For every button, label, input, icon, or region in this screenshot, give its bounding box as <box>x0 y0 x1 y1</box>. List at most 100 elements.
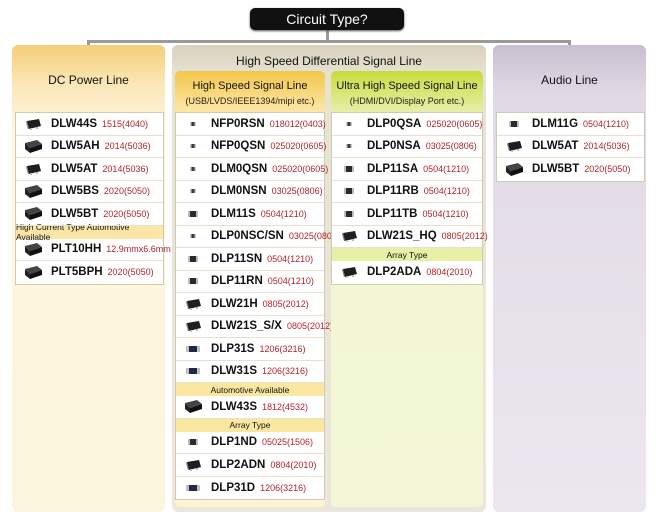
chip-block-icon <box>23 242 43 256</box>
part-name: DLM0QSN <box>211 162 268 175</box>
part-name: DLM11S <box>211 207 256 220</box>
part-row[interactable]: DLP11TB 0504(1210) <box>332 203 482 226</box>
chip-flat-icon <box>183 297 203 311</box>
column-audio-label: Audio Line <box>541 73 598 87</box>
part-row[interactable]: DLP11RB 0504(1210) <box>332 181 482 203</box>
tree-connector-stem <box>326 30 329 42</box>
part-name: DLP11TB <box>367 207 418 220</box>
part-name: DLW21S_S/X <box>211 320 282 333</box>
part-name: DLP31D <box>211 481 256 494</box>
part-size: 2014(5036) <box>583 141 630 152</box>
chip-small-icon <box>183 274 203 288</box>
part-name: PLT5BPH <box>51 266 103 279</box>
chip-tiny-icon <box>183 139 203 153</box>
part-name: DLW44S <box>51 117 98 130</box>
part-row[interactable]: DLP1ND 05025(1506) <box>176 432 324 454</box>
chip-block-icon <box>23 139 43 153</box>
part-size: 0504(1210) <box>423 186 470 197</box>
part-name: NFP0QSN <box>211 140 266 153</box>
part-name: DLW5BT <box>532 163 580 176</box>
part-size: 2020(5050) <box>103 186 150 197</box>
part-size: 2014(5036) <box>102 163 149 174</box>
chip-flat-icon <box>183 319 203 333</box>
chip-block-icon <box>183 400 203 414</box>
category-band: High Current Type Automotive Available <box>16 222 163 242</box>
column-dc-label: DC Power Line <box>48 73 129 87</box>
part-size: 0805(2012) <box>286 321 333 332</box>
part-row[interactable]: DLW5AT 2014(5036) <box>16 158 163 181</box>
part-name: DLP11RB <box>367 185 419 198</box>
tree-connector-bar <box>87 40 571 43</box>
part-name: DLW21S_HQ <box>367 230 437 243</box>
part-size: 1515(4040) <box>102 118 149 129</box>
chip-wide-icon <box>183 481 203 495</box>
hs-note: (USB/LVDS/IEEE1394/mipi etc.) <box>185 96 315 106</box>
part-size: 1812(4532) <box>262 401 309 412</box>
tree-connector-audio <box>568 40 571 48</box>
part-size: 0804(2010) <box>426 267 473 278</box>
part-row[interactable]: DLW5BT 2020(5050) <box>497 158 644 181</box>
column-hsd-label: High Speed Differential Signal Line <box>236 54 422 68</box>
tree-connector-dc <box>87 40 90 48</box>
part-name: DLP2ADA <box>367 266 422 279</box>
part-size: 0504(1210) <box>583 118 630 129</box>
part-size: 1206(3216) <box>260 482 307 493</box>
part-size: 2020(5050) <box>103 208 150 219</box>
hs-label: High Speed Signal Line <box>192 80 308 92</box>
part-row[interactable]: DLW44S 1515(4040) <box>16 113 163 136</box>
part-row[interactable]: DLP31D 1206(3216) <box>176 477 324 500</box>
part-row[interactable]: DLP2ADA 0804(2010) <box>332 261 482 284</box>
chip-small-icon <box>339 207 359 221</box>
chip-flat-icon <box>504 139 524 153</box>
part-name: PLT10HH <box>51 243 102 256</box>
category-band: Array Type <box>176 418 324 432</box>
chip-block-icon <box>23 207 43 221</box>
chip-block-icon <box>23 265 43 279</box>
uh-label: Ultra High Speed Signal Line <box>336 80 478 92</box>
part-name: DLP1ND <box>211 436 258 449</box>
chip-flat-icon <box>183 458 203 472</box>
part-size: 0504(1210) <box>267 276 314 287</box>
part-name: DLP0QSA <box>367 117 422 130</box>
chip-block-icon <box>23 184 43 198</box>
chip-wide-icon <box>183 342 203 356</box>
part-row[interactable]: DLW21S_S/X 0805(2012) <box>176 316 333 338</box>
part-name: DLP11SA <box>367 162 419 175</box>
part-name: DLW5AT <box>51 162 98 175</box>
chip-wide-icon <box>183 364 203 378</box>
chip-small-icon <box>339 162 359 176</box>
part-size: 0805(2012) <box>262 298 309 309</box>
part-size: 2020(5050) <box>584 164 631 175</box>
part-size: 0504(1210) <box>422 208 469 219</box>
part-name: DLW5AH <box>51 140 100 153</box>
part-size: 0804(2010) <box>270 459 317 470</box>
part-size: 05025(1506) <box>262 437 314 448</box>
